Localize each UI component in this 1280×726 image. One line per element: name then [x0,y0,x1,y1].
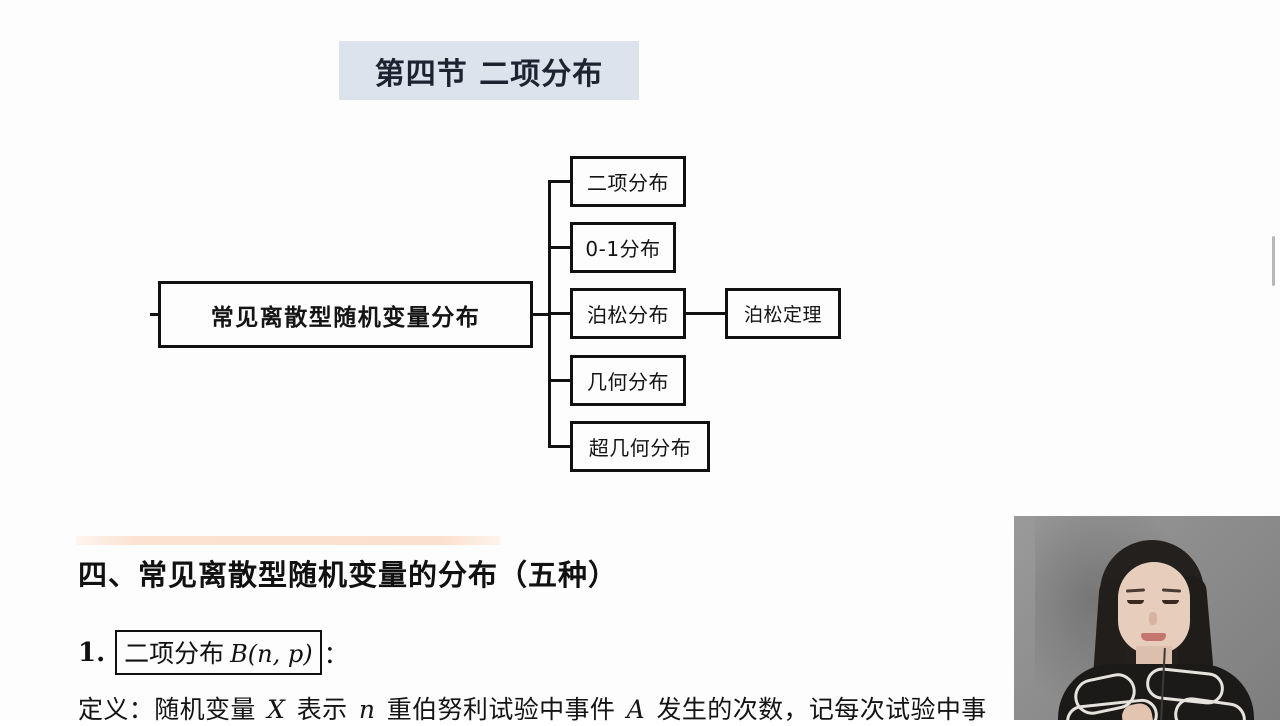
diagram-node-poisson-label: 泊松分布 [587,303,669,327]
diagram-node-poisson-theorem: 泊松定理 [725,288,841,339]
diagram-node-poisson: 泊松分布 [570,288,686,339]
diagram-node-geometric: 几何分布 [570,355,686,406]
definition-variable-x: X [267,695,286,724]
section-heading: 四、常见离散型随机变量的分布（五种） [78,558,619,592]
diagram-node-bernoulli-label: 0-1分布 [585,237,661,261]
section-title-banner: 第四节 二项分布 [339,41,639,100]
boxed-term-cn-label: 二项分布 [124,639,225,668]
diagram-node-binomial: 二项分布 [570,156,686,207]
diagram-node-hypergeometric: 超几何分布 [570,421,710,472]
stub-binomial [548,180,572,183]
stub-hypergeometric [548,445,572,448]
definition-variable-a: A [626,695,646,724]
root-right-connector [533,313,551,316]
stub-geometric [548,379,572,382]
webcam-person-eye-left [1127,600,1144,604]
page-title: 第四节 二项分布 [374,56,604,92]
diagram-node-poisson-theorem-label: 泊松定理 [743,304,822,326]
definition-variable-n: n [358,695,376,724]
diagram-node-root: 常见离散型随机变量分布 [158,281,533,348]
stub-poisson [548,312,572,315]
webcam-person-sweater [1058,664,1254,720]
distribution-tree-diagram: 常见离散型随机变量分布 二项分布 0-1分布 泊松分布 几何分布 超几 [150,156,841,472]
list-item-number: 1. [78,637,106,668]
tree-spine [548,181,551,447]
definition-paragraph: 定义：随机变量 X 表示 n 重伯努利试验中事件 A 发生的次数，记每次试验中事 [78,690,1228,726]
list-item-colon: ： [323,639,349,669]
heading-accent-bar [76,536,500,545]
instructor-webcam-overlay[interactable] [1014,516,1280,720]
stub-bernoulli [548,246,572,249]
diagram-node-geometric-label: 几何分布 [587,370,669,394]
definition-suffix: 发生的次数，记每次试验中事 [648,695,987,724]
root-left-stub [150,313,160,316]
page-scrollbar-thumb[interactable] [1272,236,1275,286]
webcam-person-eye-right [1162,600,1179,604]
boxed-term-binomial: 二项分布 B(n, p) [115,630,322,675]
webcam-person-mouth [1141,633,1166,641]
connector-poisson-to-theorem [685,312,727,315]
definition-prefix: 定义：随机变量 [78,695,265,724]
boxed-term-math-label: B(n, p) [230,640,313,668]
diagram-node-binomial-label: 二项分布 [587,171,669,195]
diagram-node-hypergeometric-label: 超几何分布 [588,436,692,460]
definition-mid-2: 重伯努利试验中事件 [378,695,624,724]
page-scrollbar-track[interactable] [1272,0,1278,720]
diagram-node-root-label: 常见离散型随机变量分布 [210,304,481,331]
diagram-node-bernoulli: 0-1分布 [570,222,676,273]
webcam-person-nose [1149,612,1157,625]
definition-mid-1: 表示 [288,695,356,724]
list-item-binomial: 1. 二项分布 B(n, p) ： [78,630,349,675]
